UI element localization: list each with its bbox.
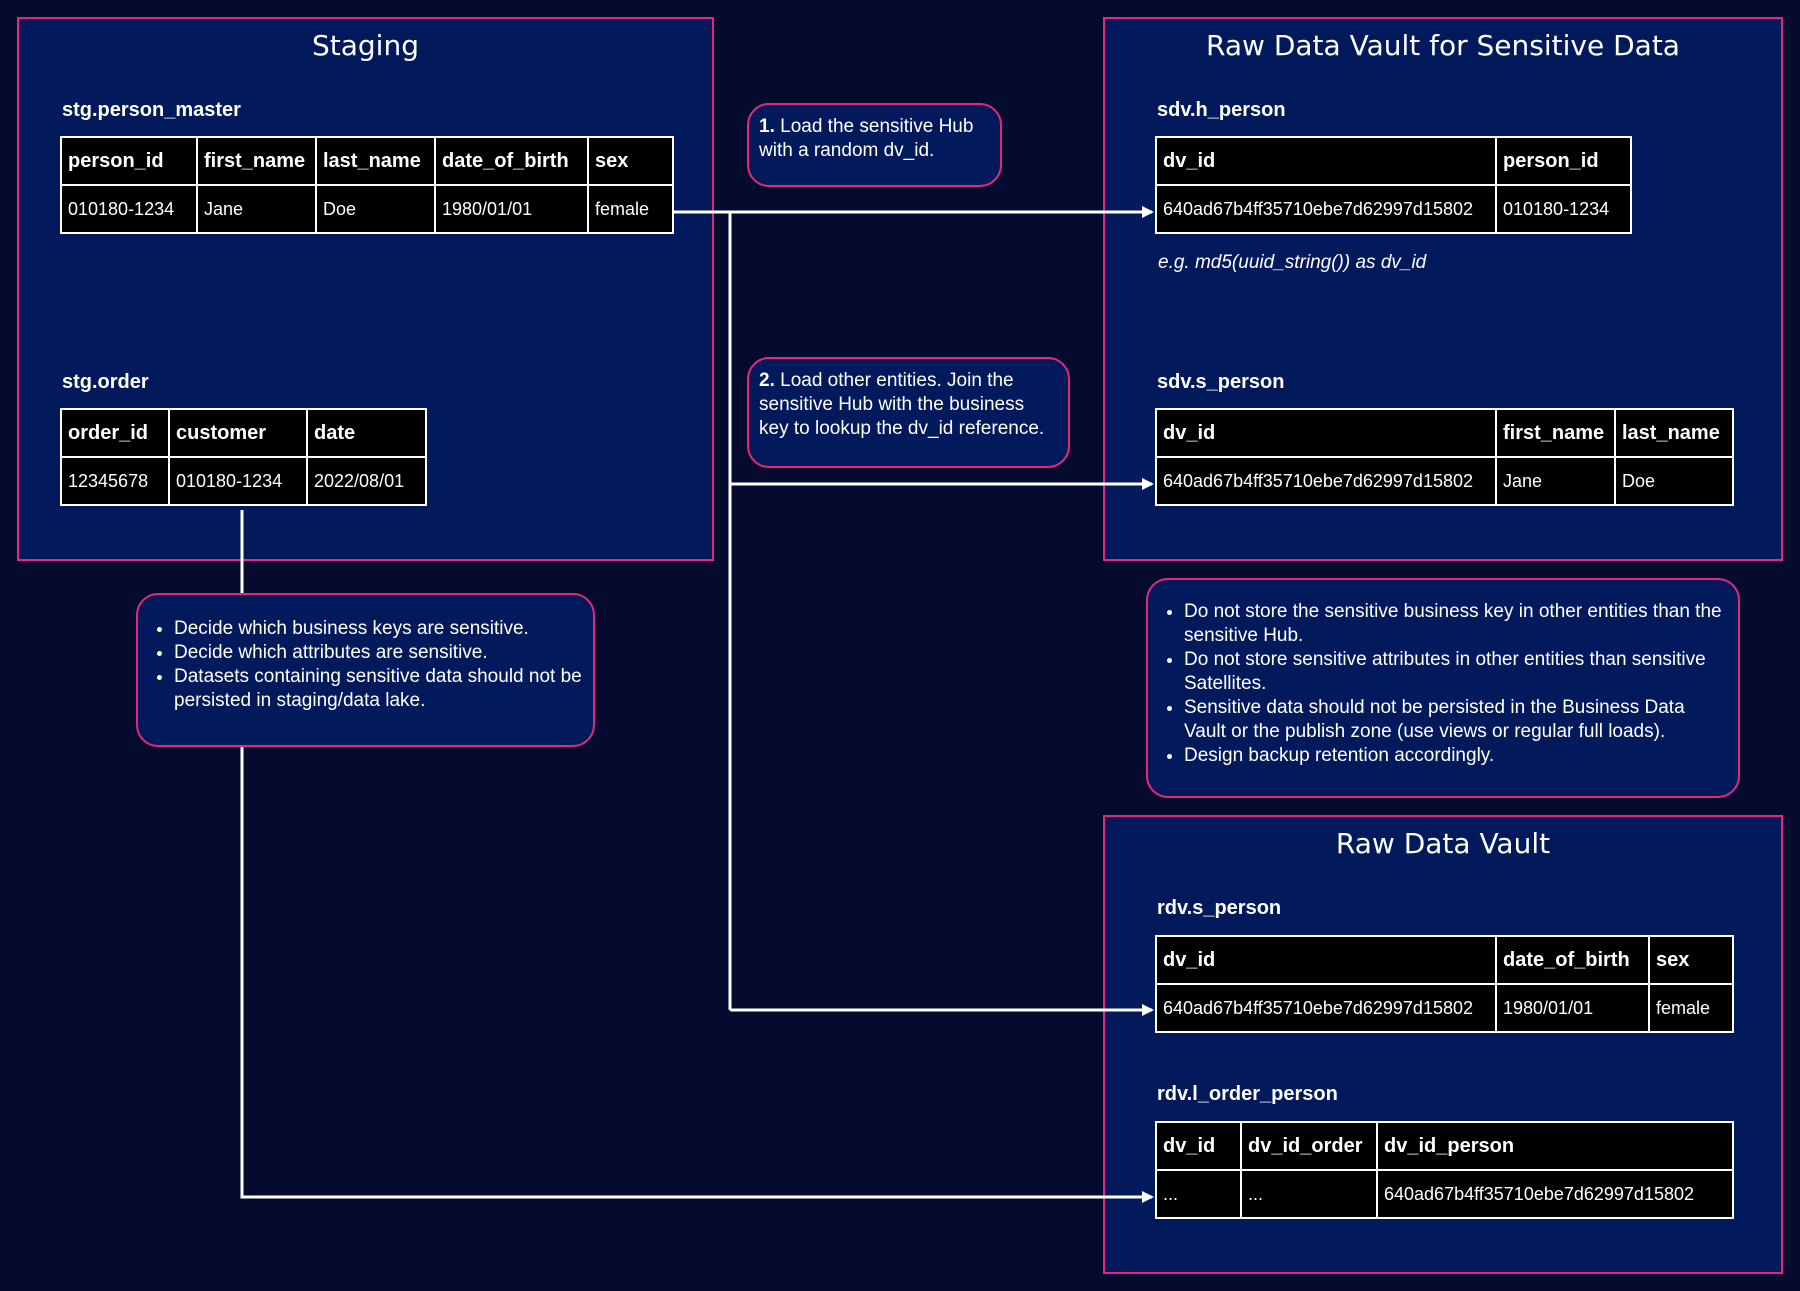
column-header: dv_id [1155,935,1497,985]
column-header: date_of_birth [1495,935,1650,985]
table-sdv-s-person: dv_id first_name last_name 640ad67b4ff35… [1155,408,1734,506]
table-cell: ... [1240,1169,1378,1219]
raw-vault-title: Raw Data Vault [1335,827,1551,860]
column-header: customer [168,408,308,458]
step-2-text: Load other entities. Join the sensitive … [759,370,1045,439]
list-item: Do not store sensitive attributes in oth… [1184,648,1728,696]
list-item: Design backup retention accordingly. [1184,744,1728,768]
table-cell: Doe [315,184,436,234]
list-item: Decide which business keys are sensitive… [174,617,583,641]
table-name-sdv-s-person: sdv.s_person [1157,371,1285,393]
table-cell: 640ad67b4ff35710ebe7d62997d15802 [1376,1169,1734,1219]
step-2-number: 2. [759,370,775,391]
column-header: sex [587,136,674,186]
sensitive-vault-title: Raw Data Vault for Sensitive Data [1206,29,1680,62]
table-cell: 640ad67b4ff35710ebe7d62997d15802 [1155,184,1497,234]
list-item: Decide which attributes are sensitive. [174,641,583,665]
column-header: first_name [196,136,317,186]
table-cell: 12345678 [60,456,170,506]
vault-rules-note: Do not store the sensitive business key … [1146,578,1740,798]
list-item: Sensitive data should not be persisted i… [1184,696,1728,744]
table-cell: Doe [1614,456,1734,506]
table-sdv-h-person: dv_id person_id 640ad67b4ff35710ebe7d629… [1155,136,1632,234]
column-header: person_id [1495,136,1632,186]
table-cell: 2022/08/01 [306,456,427,506]
table-cell: 640ad67b4ff35710ebe7d62997d15802 [1155,983,1497,1033]
table-cell: Jane [1495,456,1616,506]
list-item: Do not store the sensitive business key … [1184,600,1728,648]
table-stg-order: order_id customer date 12345678 010180-1… [60,408,427,506]
column-header: person_id [60,136,198,186]
staging-title: Staging [312,29,419,62]
column-header: dv_id [1155,408,1497,458]
table-cell: 010180-1234 [1495,184,1632,234]
step-1-text: Load the sensitive Hub with a random dv_… [759,116,974,161]
table-rdv-l-order-person: dv_id dv_id_order dv_id_person ... ... 6… [1155,1121,1734,1219]
table-cell: female [1648,983,1734,1033]
table-name-sdv-h-person: sdv.h_person [1157,99,1286,121]
table-cell: female [587,184,674,234]
column-header: date_of_birth [434,136,589,186]
column-header: last_name [315,136,436,186]
table-cell: 1980/01/01 [434,184,589,234]
step-1-number: 1. [759,116,775,137]
column-header: first_name [1495,408,1616,458]
table-name-stg-person-master: stg.person_master [62,99,241,121]
table-name-rdv-s-person: rdv.s_person [1157,897,1282,919]
table-cell: Jane [196,184,317,234]
column-header: sex [1648,935,1734,985]
step-1-note: 1. Load the sensitive Hub with a random … [747,103,1002,187]
column-header: date [306,408,427,458]
column-header: dv_id_order [1240,1121,1378,1171]
column-header: dv_id [1155,136,1497,186]
table-rdv-s-person: dv_id date_of_birth sex 640ad67b4ff35710… [1155,935,1734,1033]
column-header: last_name [1614,408,1734,458]
vault-rules-list: Do not store the sensitive business key … [1158,600,1728,768]
dv-id-example: e.g. md5(uuid_string()) as dv_id [1158,252,1427,273]
table-cell: 010180-1234 [60,184,198,234]
table-stg-person-master: person_id first_name last_name date_of_b… [60,136,674,234]
table-cell: ... [1155,1169,1242,1219]
list-item: Datasets containing sensitive data shoul… [174,665,583,713]
column-header: dv_id [1155,1121,1242,1171]
staging-rules-note: Decide which business keys are sensitive… [136,593,595,747]
table-cell: 1980/01/01 [1495,983,1650,1033]
column-header: order_id [60,408,170,458]
table-name-rdv-l-order-person: rdv.l_order_person [1157,1083,1338,1105]
table-cell: 010180-1234 [168,456,308,506]
table-name-stg-order: stg.order [62,371,149,393]
table-cell: 640ad67b4ff35710ebe7d62997d15802 [1155,456,1497,506]
staging-rules-list: Decide which business keys are sensitive… [148,617,583,713]
step-2-note: 2. Load other entities. Join the sensiti… [747,357,1070,468]
column-header: dv_id_person [1376,1121,1734,1171]
